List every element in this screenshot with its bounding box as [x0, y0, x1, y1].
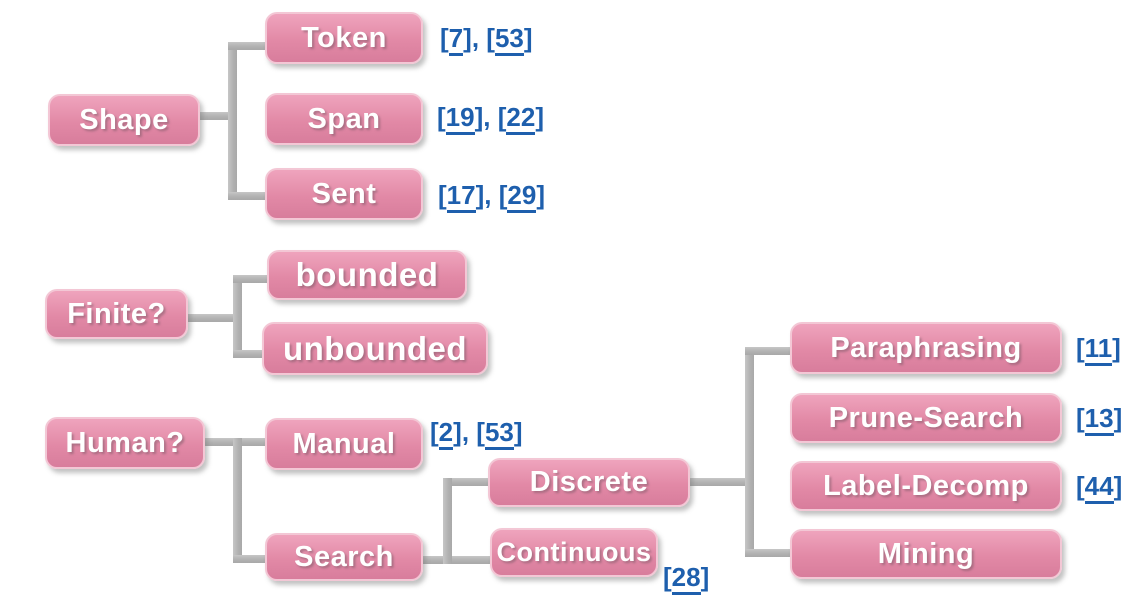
citation-continuous: [28] — [663, 562, 709, 595]
node-continuous: Continuous — [490, 528, 658, 577]
citation-link[interactable]: 22 — [506, 102, 536, 135]
node-finite: Finite? — [45, 289, 188, 339]
node-bounded: bounded — [267, 250, 467, 300]
citation-link[interactable]: 53 — [484, 417, 514, 450]
connector-discrete-line — [690, 478, 754, 486]
node-sent: Sent — [265, 168, 423, 220]
connector-paraphrasing-branch — [745, 347, 790, 355]
node-continuous-label: Continuous — [496, 537, 652, 567]
node-mining: Mining — [790, 529, 1062, 579]
citation-link[interactable]: 2 — [438, 417, 454, 450]
citation-paraphrasing: [11] — [1076, 333, 1121, 366]
node-human-label: Human? — [65, 426, 185, 459]
node-token-label: Token — [301, 21, 387, 54]
citation-link[interactable]: 53 — [494, 23, 524, 56]
citation-link[interactable]: 13 — [1084, 403, 1114, 436]
citation-link[interactable]: 19 — [445, 102, 475, 135]
node-prune-search: Prune-Search — [790, 393, 1062, 443]
node-mining-label: Mining — [877, 537, 975, 570]
node-label-decomp: Label-Decomp — [790, 461, 1062, 511]
connector-shape-stub — [200, 112, 237, 120]
connector-unbounded-branch — [233, 350, 262, 358]
node-discrete-label: Discrete — [529, 466, 649, 498]
node-discrete: Discrete — [488, 458, 690, 507]
node-label-decomp-label: Label-Decomp — [823, 469, 1029, 502]
connector-token-branch — [228, 42, 266, 50]
connector-search-continuous-line — [422, 556, 490, 564]
node-search: Search — [265, 533, 423, 581]
connector-mining-branch — [745, 549, 790, 557]
node-shape-label: Shape — [79, 103, 169, 136]
citation-sent: [17], [29] — [438, 180, 545, 213]
citation-span: [19], [22] — [437, 102, 544, 135]
connector-shape-trunk — [228, 42, 237, 200]
connector-bounded-branch — [233, 275, 267, 283]
node-token: Token — [265, 12, 423, 64]
node-finite-label: Finite? — [67, 297, 166, 330]
node-search-label: Search — [294, 540, 394, 573]
connector-human-trunk — [233, 438, 242, 563]
citation-link[interactable]: 29 — [507, 180, 537, 213]
citation-prune-search: [13] — [1076, 403, 1122, 436]
node-shape: Shape — [48, 94, 200, 146]
citation-link[interactable]: 28 — [671, 562, 701, 595]
connector-discrete-branch — [452, 478, 488, 486]
connector-discrete-trunk — [745, 347, 754, 557]
citation-token: [7], [53] — [440, 23, 533, 56]
connector-search-trunk — [443, 478, 452, 564]
connector-sent-branch — [228, 192, 266, 200]
citation-link[interactable]: 44 — [1084, 471, 1114, 504]
node-manual-label: Manual — [292, 427, 396, 460]
citation-link[interactable]: 17 — [446, 180, 476, 213]
node-manual: Manual — [265, 418, 423, 470]
citation-link[interactable]: 7 — [448, 23, 464, 56]
citation-manual: [2], [53] — [430, 417, 523, 450]
node-unbounded: unbounded — [262, 322, 488, 375]
connector-finite-stub — [188, 314, 242, 322]
citation-label-decomp: [44] — [1076, 471, 1122, 504]
connector-finite-trunk — [233, 275, 242, 358]
node-unbounded-label: unbounded — [282, 329, 468, 367]
node-human: Human? — [45, 417, 205, 469]
node-bounded-label: bounded — [295, 256, 439, 293]
node-sent-label: Sent — [311, 177, 377, 210]
node-span-label: Span — [307, 102, 381, 135]
node-span: Span — [265, 93, 423, 145]
node-paraphrasing: Paraphrasing — [790, 322, 1062, 374]
citation-link[interactable]: 11 — [1084, 333, 1113, 366]
node-paraphrasing-label: Paraphrasing — [830, 331, 1022, 364]
node-prune-search-label: Prune-Search — [828, 401, 1024, 434]
connector-search-branch — [233, 555, 265, 563]
